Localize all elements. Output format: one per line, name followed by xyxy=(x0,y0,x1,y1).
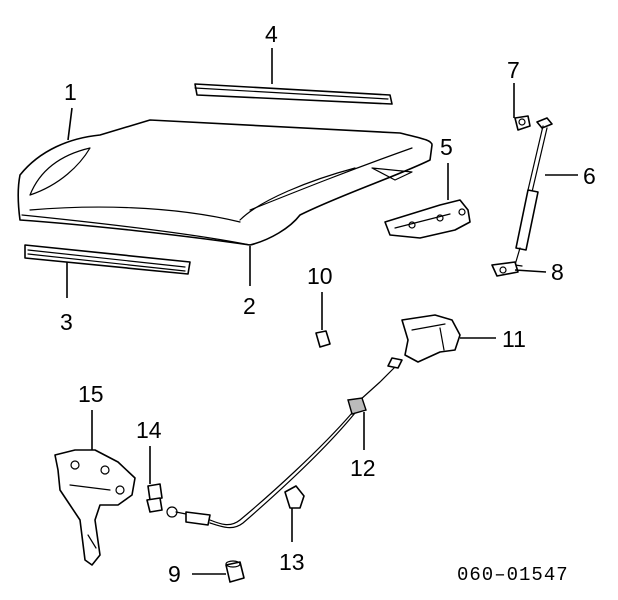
callout-12: 12 xyxy=(350,455,376,481)
hood-bumper xyxy=(315,330,331,348)
hood-lift-support xyxy=(514,117,553,267)
callout-1: 1 xyxy=(64,79,77,105)
latch-bolt xyxy=(146,483,163,513)
callout-6: 6 xyxy=(583,163,596,189)
hood-panel xyxy=(17,119,433,246)
callout-9: 9 xyxy=(168,561,181,587)
hood-stop-bumper xyxy=(225,560,245,583)
release-cable xyxy=(166,357,403,529)
callout-4: 4 xyxy=(265,21,278,47)
hood-latch xyxy=(54,449,136,566)
cable-clip xyxy=(284,485,305,509)
leader-lines xyxy=(66,48,578,575)
callout-14: 14 xyxy=(136,417,162,443)
callout-2: 2 xyxy=(243,293,256,319)
callout-13: 13 xyxy=(279,549,305,575)
callout-5: 5 xyxy=(440,134,453,160)
callout-8: 8 xyxy=(551,259,564,285)
callout-11: 11 xyxy=(502,326,526,352)
hood-hinge xyxy=(384,199,471,239)
callout-10: 10 xyxy=(307,263,333,289)
ball-stud-lower xyxy=(491,261,519,277)
ball-stud-upper xyxy=(514,115,531,131)
callout-15: 15 xyxy=(78,381,104,407)
hood-seal-top xyxy=(194,83,393,105)
diagram-code: 060–01547 xyxy=(457,564,569,586)
callout-7: 7 xyxy=(507,57,520,83)
hood-seal-bottom xyxy=(24,244,191,275)
callout-3: 3 xyxy=(60,309,73,335)
release-handle xyxy=(401,314,461,363)
